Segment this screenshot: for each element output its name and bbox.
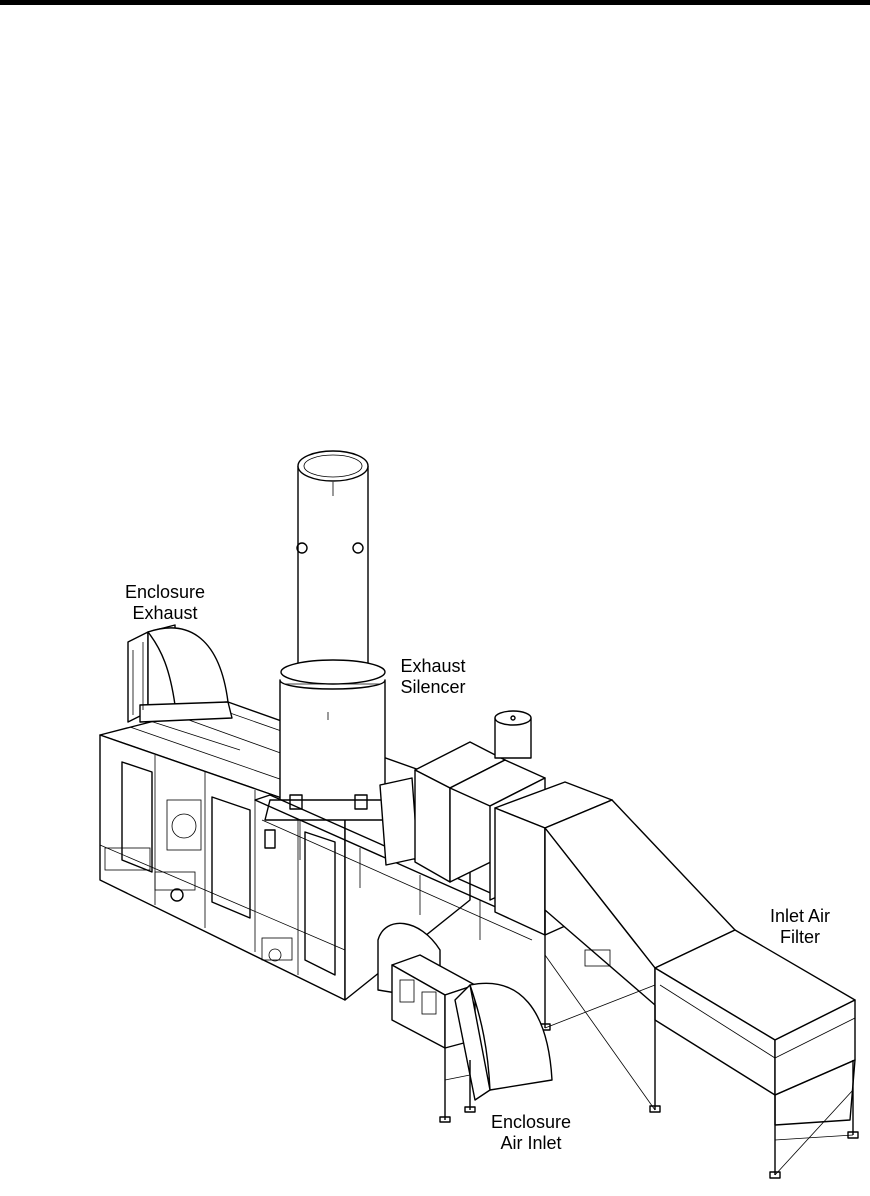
- label-enclosure-air-inlet-line2: Air Inlet: [500, 1133, 562, 1153]
- label-exhaust-silencer: Exhaust Silencer: [388, 656, 478, 698]
- enclosure-doors: [104, 761, 336, 976]
- label-inlet-air-filter-line2: Filter: [780, 927, 820, 947]
- exhaust-stack: [264, 450, 401, 821]
- label-exhaust-silencer-line1: Exhaust: [400, 656, 466, 676]
- inlet-air-filter: [544, 799, 856, 1126]
- enclosure-air-inlet: [377, 922, 553, 1123]
- enclosure-exhaust-elbow: [127, 624, 233, 723]
- filter-support-legs: [539, 910, 859, 1179]
- label-inlet-air-filter: Inlet Air Filter: [752, 906, 848, 948]
- header-rule: [0, 0, 870, 5]
- label-enclosure-air-inlet-line1: Enclosure: [490, 1112, 572, 1132]
- label-enclosure-exhaust-line1: Enclosure: [124, 582, 206, 602]
- label-enclosure-air-inlet: Enclosure Air Inlet: [476, 1112, 586, 1154]
- label-exhaust-silencer-line2: Silencer: [400, 677, 466, 697]
- label-inlet-air-filter-line1: Inlet Air: [769, 906, 831, 926]
- label-enclosure-exhaust: Enclosure Exhaust: [110, 582, 220, 624]
- label-enclosure-exhaust-line2: Exhaust: [132, 603, 198, 623]
